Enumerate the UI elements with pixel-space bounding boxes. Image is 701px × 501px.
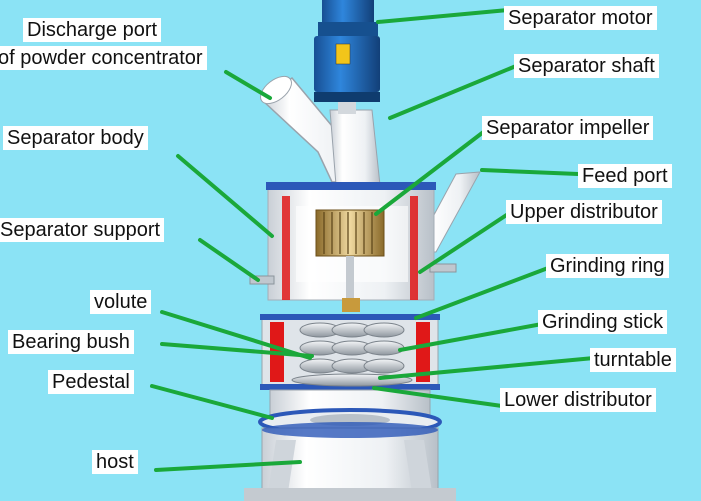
label-lower-distributor: Lower distributor <box>500 388 656 412</box>
separator-support-shape <box>249 263 457 285</box>
label-separator-shaft: Separator shaft <box>514 54 659 78</box>
separator-motor <box>314 0 380 114</box>
label-upper-distributor: Upper distributor <box>506 200 662 224</box>
host-base-shape <box>244 389 456 501</box>
label-host: host <box>92 450 138 474</box>
label-grinding-stick: Grinding stick <box>538 310 668 334</box>
separator-impeller-shape <box>315 209 385 312</box>
label-separator-impeller: Separator impeller <box>482 116 654 140</box>
label-pedestal: Pedestal <box>48 370 134 394</box>
label-volute: volute <box>90 290 152 314</box>
label-feed-port: Feed port <box>578 164 672 188</box>
label-bearing-bush: Bearing bush <box>8 330 134 354</box>
discharge-pipe <box>260 75 381 186</box>
label-turntable: turntable <box>590 348 676 372</box>
label-discharge-port-line2: of powder concentrator <box>0 46 207 70</box>
label-grinding-ring: Grinding ring <box>546 254 669 278</box>
leader-lines <box>150 8 596 472</box>
label-separator-support: Separator support <box>0 218 165 242</box>
label-separator-body: Separator body <box>3 126 148 150</box>
label-discharge-port-line1: Discharge port <box>23 18 162 42</box>
label-separator-motor: Separator motor <box>504 6 657 30</box>
